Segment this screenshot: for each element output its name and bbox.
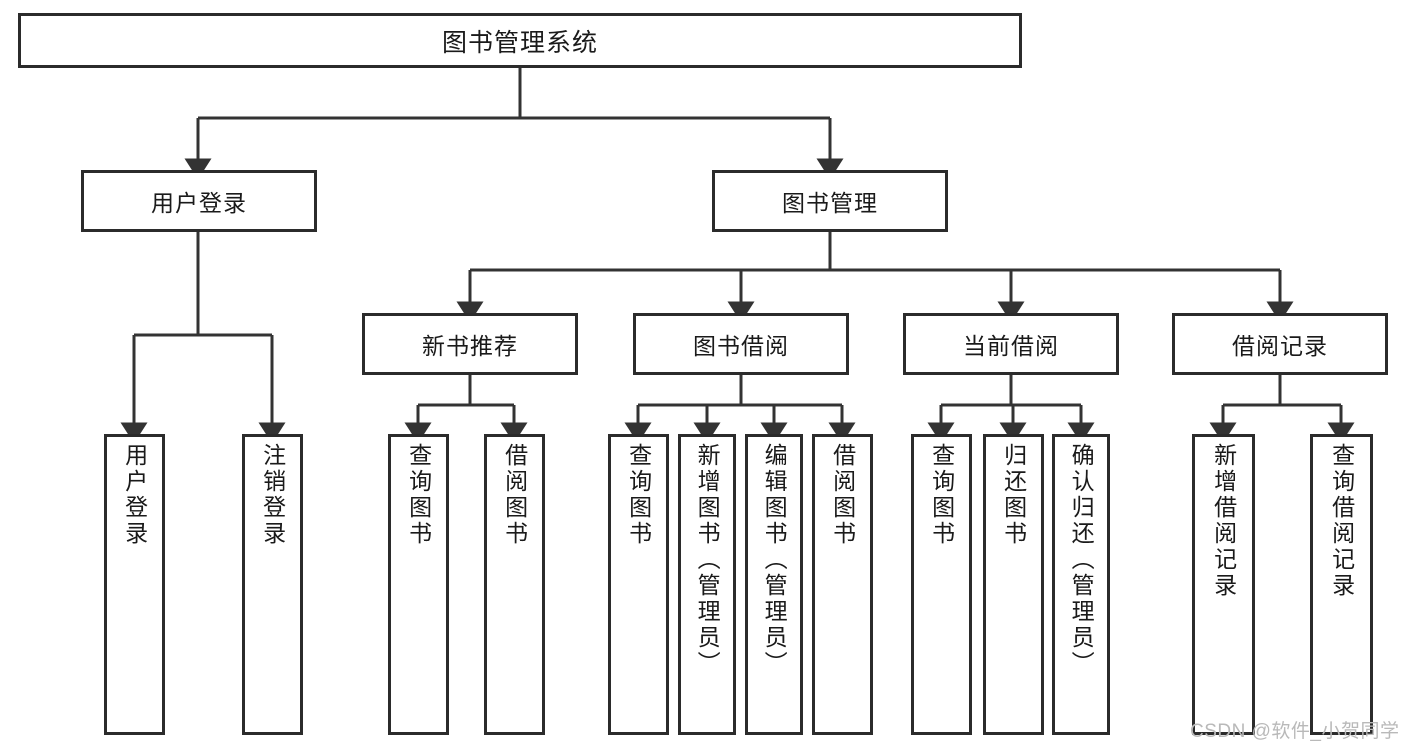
watermark: CSDN @软件_小贺同学	[1190, 721, 1400, 742]
node-book-manage[interactable]: 图书管理	[712, 170, 948, 232]
leaf-query-record[interactable]: 查询借阅记录	[1310, 434, 1373, 735]
leaf-return-book-label: 归还图书	[1000, 443, 1027, 547]
leaf-user-login-label: 用户登录	[121, 443, 148, 547]
leaf-borrow-book-2-label: 借阅图书	[829, 443, 856, 547]
leaf-add-book[interactable]: 新增图书（管理员）	[678, 434, 736, 735]
node-current-borrow[interactable]: 当前借阅	[903, 313, 1119, 375]
leaf-query-book-2-label: 查询图书	[625, 443, 652, 547]
node-book-borrow[interactable]: 图书借阅	[633, 313, 849, 375]
leaf-edit-book-label: 编辑图书（管理员）	[761, 443, 788, 677]
leaf-query-book-2[interactable]: 查询图书	[608, 434, 669, 735]
leaf-query-book-1-label: 查询图书	[405, 443, 432, 547]
leaf-query-book-3[interactable]: 查询图书	[911, 434, 972, 735]
leaf-confirm-return[interactable]: 确认归还（管理员）	[1052, 434, 1110, 735]
leaf-return-book[interactable]: 归还图书	[983, 434, 1044, 735]
leaf-user-login[interactable]: 用户登录	[104, 434, 165, 735]
leaf-borrow-book-1-label: 借阅图书	[501, 443, 528, 547]
node-new-book-recommend[interactable]: 新书推荐	[362, 313, 578, 375]
node-book-borrow-label: 图书借阅	[693, 333, 789, 359]
node-new-book-recommend-label: 新书推荐	[422, 333, 518, 359]
leaf-borrow-book-2[interactable]: 借阅图书	[812, 434, 873, 735]
leaf-user-logout-label: 注销登录	[259, 443, 286, 547]
leaf-query-book-1[interactable]: 查询图书	[388, 434, 449, 735]
leaf-add-record-label: 新增借阅记录	[1210, 443, 1237, 599]
leaf-add-book-label: 新增图书（管理员）	[694, 443, 721, 677]
leaf-confirm-return-label: 确认归还（管理员）	[1068, 443, 1095, 677]
leaf-user-logout[interactable]: 注销登录	[242, 434, 303, 735]
leaf-borrow-book-1[interactable]: 借阅图书	[484, 434, 545, 735]
node-root[interactable]: 图书管理系统	[18, 13, 1022, 68]
node-current-borrow-label: 当前借阅	[963, 333, 1059, 359]
node-user-login-label: 用户登录	[151, 190, 247, 216]
node-borrow-record[interactable]: 借阅记录	[1172, 313, 1388, 375]
leaf-query-book-3-label: 查询图书	[928, 443, 955, 547]
node-root-label: 图书管理系统	[441, 28, 598, 57]
leaf-add-record[interactable]: 新增借阅记录	[1192, 434, 1255, 735]
node-book-manage-label: 图书管理	[782, 190, 878, 216]
node-borrow-record-label: 借阅记录	[1232, 333, 1328, 359]
node-user-login[interactable]: 用户登录	[81, 170, 317, 232]
leaf-edit-book[interactable]: 编辑图书（管理员）	[745, 434, 803, 735]
leaf-query-record-label: 查询借阅记录	[1328, 443, 1355, 599]
